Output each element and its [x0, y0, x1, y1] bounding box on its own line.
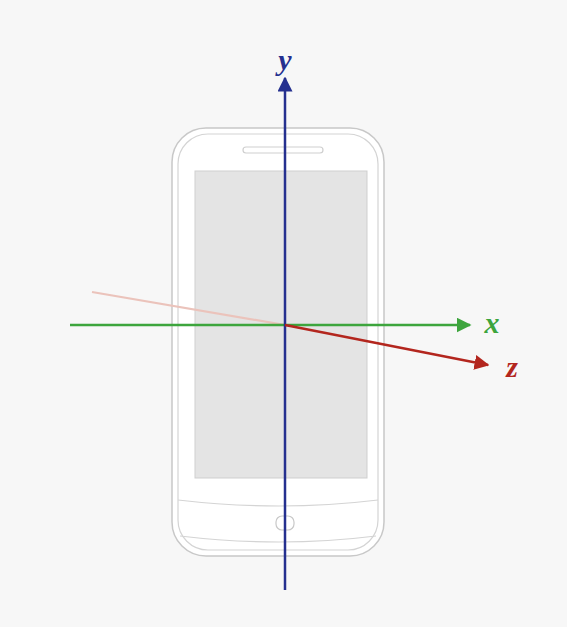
phone-speaker	[243, 147, 323, 153]
phone-bezel	[178, 134, 378, 550]
axis-label: z	[506, 352, 518, 382]
y-axis	[284, 78, 287, 590]
phone-body	[172, 128, 384, 556]
z-axis-back	[92, 292, 285, 325]
z-axis	[285, 325, 488, 365]
axis-label: x	[485, 308, 500, 338]
axis-label: y	[278, 45, 291, 75]
phone-chin	[178, 500, 378, 506]
phone-chin	[180, 536, 376, 542]
x-axis	[70, 324, 470, 327]
